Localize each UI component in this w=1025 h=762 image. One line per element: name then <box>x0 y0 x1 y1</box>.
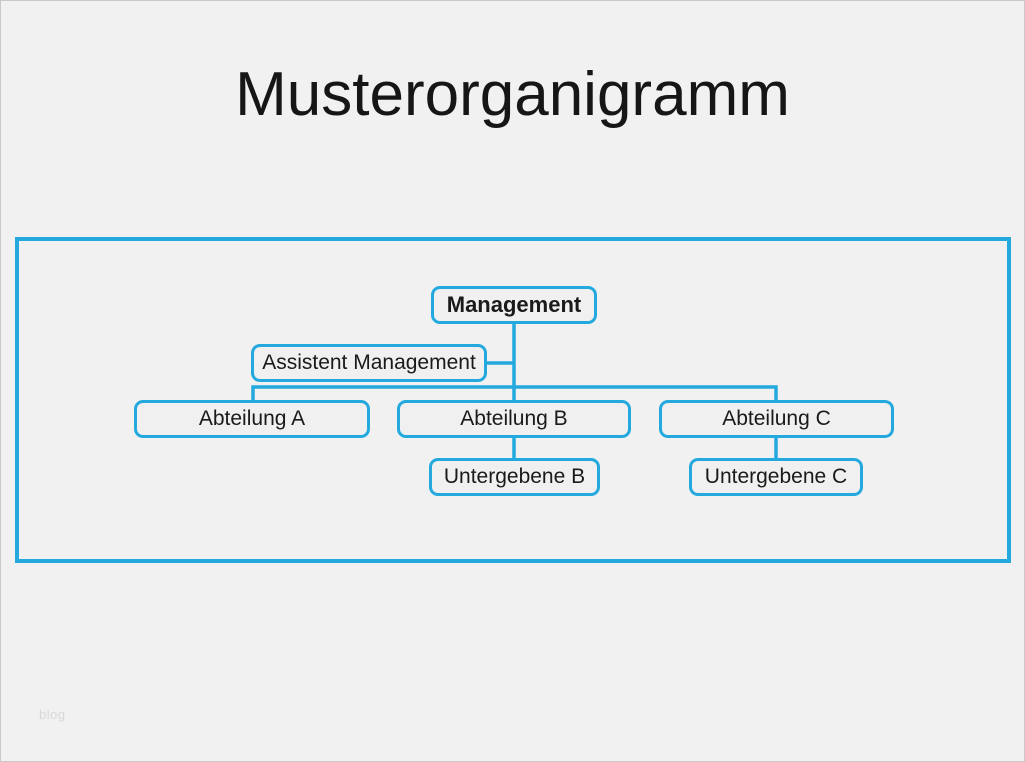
org-chart-frame <box>15 237 1011 563</box>
org-node-management: Management <box>431 286 597 324</box>
org-node-assistent-management: Assistent Management <box>251 344 487 382</box>
org-node-abteilung-c: Abteilung C <box>659 400 894 438</box>
page-title: Musterorganigramm <box>235 60 790 129</box>
org-node-abteilung-b: Abteilung B <box>397 400 631 438</box>
blog-watermark: blog <box>39 707 66 722</box>
org-node-untergebene-b: Untergebene B <box>429 458 600 496</box>
org-node-untergebene-c: Untergebene C <box>689 458 863 496</box>
org-node-abteilung-a: Abteilung A <box>134 400 370 438</box>
